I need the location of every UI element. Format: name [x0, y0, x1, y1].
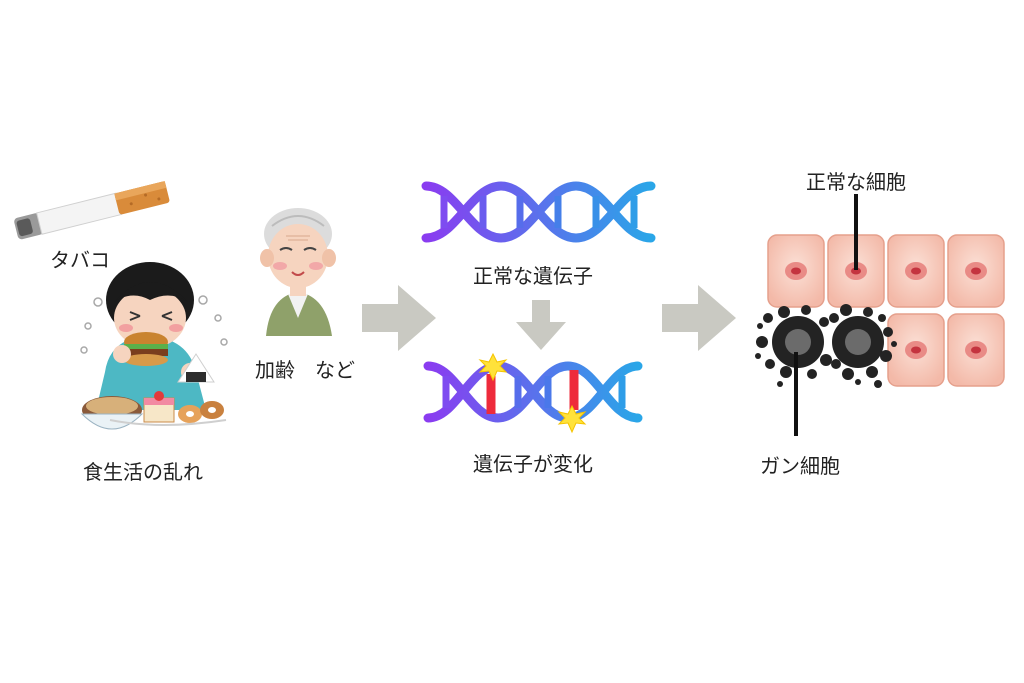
cancer-cell-icon	[755, 305, 832, 387]
cell-icon	[887, 234, 945, 308]
cancer-cell-icon	[829, 304, 897, 388]
cell-icon	[767, 234, 825, 308]
cell-icon	[827, 234, 885, 308]
cell-icon	[947, 313, 1005, 387]
mutated-dna-helix-icon	[423, 352, 643, 434]
dna-helix-icon	[421, 181, 656, 243]
cigarette-icon	[14, 181, 170, 240]
label-changed-gene: 遺伝子が変化	[473, 452, 593, 476]
elderly-person-icon	[260, 208, 336, 336]
cell-icon	[947, 234, 1005, 308]
label-aging: 加齢 など	[255, 358, 355, 382]
mutation-bar	[486, 370, 579, 414]
label-tobacco: タバコ	[50, 248, 110, 272]
arrow-gene-change	[516, 300, 566, 350]
eating-person-icon	[80, 262, 228, 430]
label-normal-cell: 正常な細胞	[806, 170, 906, 194]
cell-grid	[767, 234, 1005, 387]
arrow-causes-to-genes	[362, 285, 436, 351]
label-cancer-cell: ガン細胞	[760, 454, 840, 478]
label-normal-gene: 正常な遺伝子	[473, 264, 593, 288]
label-diet: 食生活の乱れ	[83, 460, 203, 484]
cell-icon	[887, 313, 945, 387]
mutation-spark-icon	[478, 352, 587, 434]
arrow-genes-to-cells	[662, 285, 736, 351]
